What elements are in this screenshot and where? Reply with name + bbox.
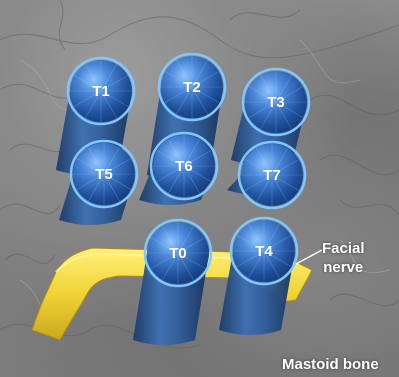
- trajectory-label-t7: T7: [263, 167, 281, 184]
- facial-nerve-pointer: [296, 250, 322, 264]
- mastoid-bone-label: Mastoid bone: [282, 356, 379, 373]
- facial-nerve-label: Facial nerve: [322, 239, 365, 277]
- trajectory-label-t3: T3: [267, 94, 285, 111]
- trajectory-label-t2: T2: [183, 79, 201, 96]
- trajectory-label-t1: T1: [92, 83, 110, 100]
- trajectory-label-t0: T0: [169, 245, 187, 262]
- trajectory-label-t4: T4: [255, 243, 273, 260]
- facial-nerve-label-line1: Facial: [322, 239, 365, 258]
- trajectory-t4: T4: [219, 218, 297, 335]
- trajectory-label-t5: T5: [95, 166, 113, 183]
- trajectory-t0: T0: [133, 220, 211, 345]
- trajectory-label-t6: T6: [175, 158, 193, 175]
- facial-nerve-label-line2: nerve: [322, 258, 365, 277]
- trajectory-t6: T6: [139, 133, 217, 205]
